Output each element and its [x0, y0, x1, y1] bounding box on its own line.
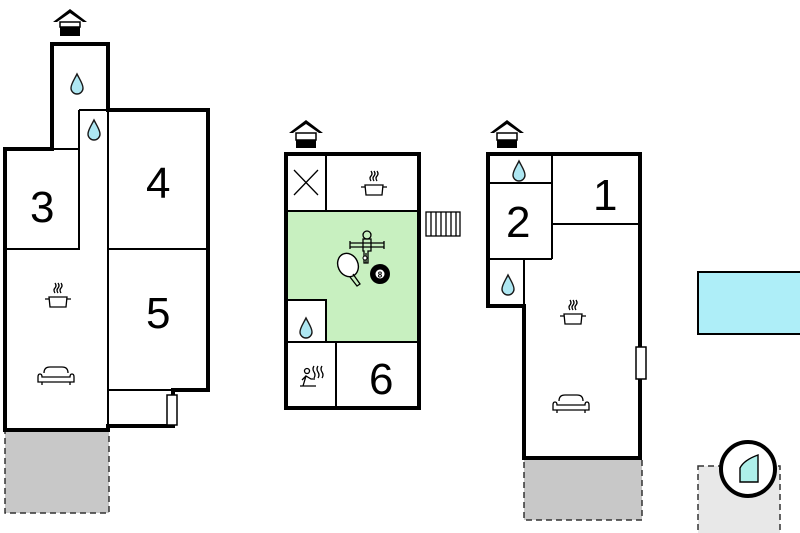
- svg-text:8: 8: [378, 271, 383, 280]
- radiator-icon: [635, 346, 647, 380]
- entrance-house-icon: [490, 120, 524, 148]
- cooking-pot-icon: [559, 299, 587, 325]
- sofa-icon: [37, 366, 75, 386]
- entrance-house-icon: [53, 9, 87, 36]
- billiard-ball-icon: 8: [370, 264, 390, 284]
- entrance-house-icon: [289, 120, 323, 148]
- left-terrace: [4, 429, 110, 514]
- sofa-icon: [552, 394, 590, 414]
- pool-icon: [697, 271, 800, 335]
- spa-area: [697, 440, 781, 533]
- cooking-pot-icon: [360, 170, 388, 196]
- room-5-label: 5: [146, 289, 170, 338]
- room-2-label: 2: [506, 198, 530, 247]
- water-drop-icon: [501, 274, 515, 296]
- table-tennis-icon: [336, 252, 368, 287]
- right-terrace: [523, 457, 643, 521]
- cross-icon: [293, 169, 319, 196]
- right-building-outline: [486, 152, 642, 460]
- water-drop-icon: [87, 119, 101, 141]
- sauna-icon: [300, 365, 324, 387]
- cooking-pot-icon: [44, 282, 72, 308]
- water-drop-icon: [512, 160, 526, 182]
- room-4-label: 4: [146, 159, 170, 208]
- room-1-label: 1: [593, 171, 617, 220]
- radiator-icon: [166, 394, 178, 426]
- left-building: 3 4 5: [3, 9, 210, 514]
- middle-building: 8 6: [284, 120, 461, 410]
- left-building-outline: [3, 42, 210, 432]
- right-building: 1 2: [486, 120, 647, 521]
- window-radiator-icon: [425, 211, 461, 237]
- water-drop-icon: [70, 73, 84, 95]
- room-6-label: 6: [369, 355, 393, 404]
- middle-building-outline: [284, 152, 421, 410]
- room-3-label: 3: [30, 183, 54, 232]
